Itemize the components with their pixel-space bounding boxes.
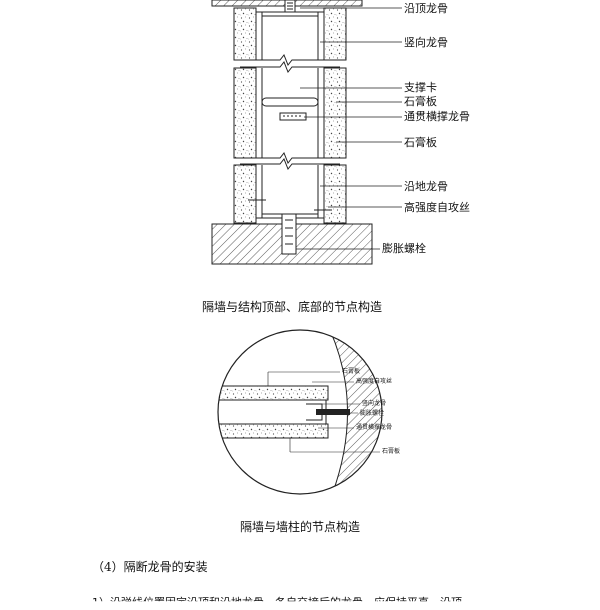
label-top-track: 沿顶龙骨	[404, 2, 448, 15]
detail-leader-lines	[267, 371, 380, 453]
expansion-bolt-shape	[281, 213, 297, 255]
label-detail-expansion-bolt: 膨胀螺栓	[360, 410, 385, 417]
label-detail-gypsum-top: 石膏板	[342, 368, 361, 375]
figure1-caption: 隔墙与结构顶部、底部的节点构造	[202, 300, 383, 314]
label-detail-tapping-screw: 高强度自攻丝	[356, 378, 393, 385]
column-joint-figure	[217, 329, 383, 495]
label-through-brace: 通贯横撑龙骨	[404, 110, 470, 123]
label-support-clip: 支撑卡	[404, 81, 437, 94]
label-gypsum-board-1: 石膏板	[404, 95, 437, 108]
cutoff-body-text: 1）沿弹线位置固定沿顶和沿地龙骨，各自交接后的龙骨，应保持平直。沿顶	[92, 596, 462, 609]
wall-lower-segment	[233, 158, 347, 224]
detail-circle	[217, 329, 383, 495]
label-detail-through-brace: 通贯横撑龙骨	[356, 424, 393, 431]
label-vertical-stud: 竖向龙骨	[404, 36, 448, 49]
wall-upper-segment	[233, 0, 347, 66]
label-detail-edge-stud: 竖向龙骨	[362, 400, 387, 407]
figure2-caption: 隔墙与墙柱的节点构造	[240, 520, 361, 534]
label-expansion-bolt: 膨胀螺栓	[382, 242, 426, 255]
section-heading: （4）隔断龙骨的安装	[92, 560, 208, 574]
wall-middle-segment	[233, 61, 347, 164]
label-gypsum-board-2: 石膏板	[404, 136, 437, 149]
label-detail-gypsum-bottom: 石膏板	[382, 448, 401, 455]
leader-lines	[296, 7, 402, 250]
wall-section-figure	[211, 0, 402, 265]
label-tapping-screw: 高强度自攻丝	[404, 201, 470, 214]
label-floor-track: 沿地龙骨	[404, 180, 448, 193]
